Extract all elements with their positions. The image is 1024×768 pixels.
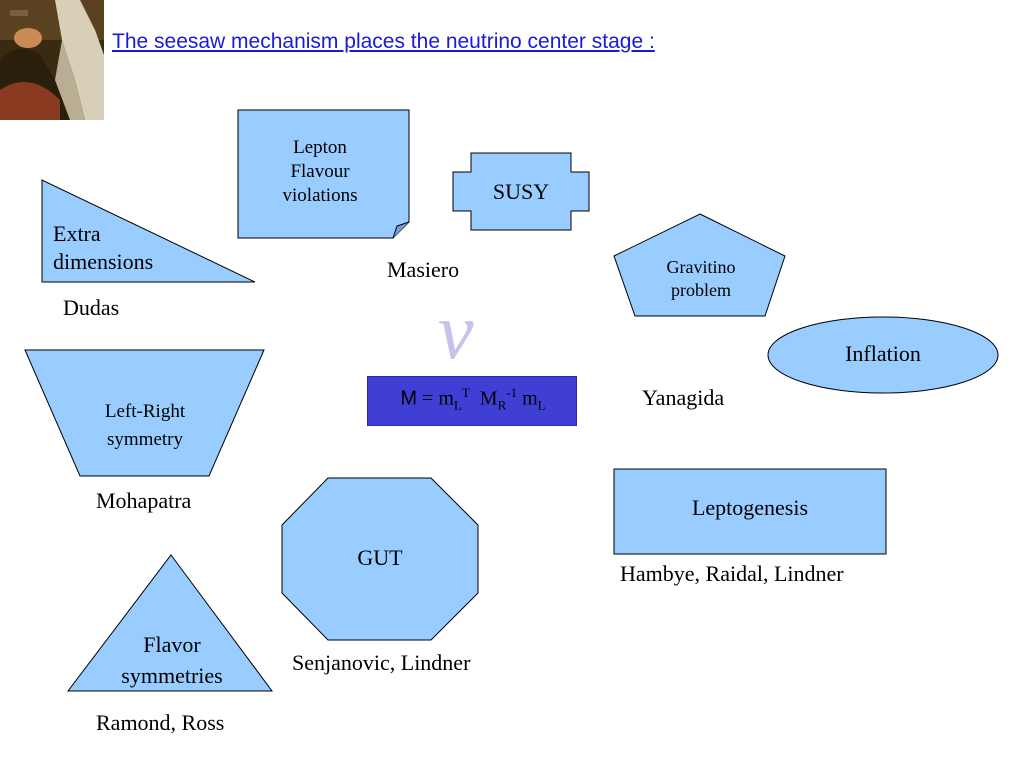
- inflation-label: Inflation: [845, 341, 921, 366]
- lepton-flavour-label: Lepton Flavour violations: [282, 137, 358, 206]
- gut-shape: [281, 477, 479, 641]
- susy-shape: [452, 152, 590, 231]
- left-right-shape: [24, 349, 265, 477]
- leptogenesis-label: Leptogenesis: [691, 495, 809, 520]
- painting-thumbnail: [0, 0, 104, 120]
- name-senjanovic-lindner: Senjanovic, Lindner: [292, 650, 471, 675]
- seesaw-formula: M = mLT MR-1 mL: [400, 385, 546, 413]
- extra-dimensions-label: Extra dimensions: [53, 221, 154, 274]
- gut-label: GUT: [357, 545, 403, 570]
- name-mohapatra: Mohapatra: [96, 488, 192, 513]
- name-ramond-ross: Ramond, Ross: [96, 710, 225, 735]
- name-yanagida: Yanagida: [642, 385, 725, 410]
- gravitino-label: Gravitino problem: [666, 257, 736, 300]
- slide-title: The seesaw mechanism places the neutrino…: [112, 30, 655, 53]
- susy-label: SUSY: [492, 179, 550, 204]
- gravitino-shape: [613, 213, 786, 317]
- extra-dimensions-shape: [41, 179, 256, 283]
- seesaw-formula-box: M = mLT MR-1 mL: [367, 376, 577, 426]
- left-right-label: Left-Right symmetry: [104, 401, 186, 450]
- inflation-shape: [767, 316, 999, 394]
- flavor-symmetries-label: Flavor symmetries: [121, 632, 223, 688]
- name-hambye-raidal-lindner: Hambye, Raidal, Lindner: [620, 561, 844, 586]
- name-dudas: Dudas: [63, 295, 120, 320]
- leptogenesis-shape: [613, 468, 887, 555]
- name-masiero: Masiero: [387, 257, 460, 282]
- neutrino-symbol: ν: [438, 288, 474, 376]
- flavor-symmetries-shape: [66, 554, 273, 692]
